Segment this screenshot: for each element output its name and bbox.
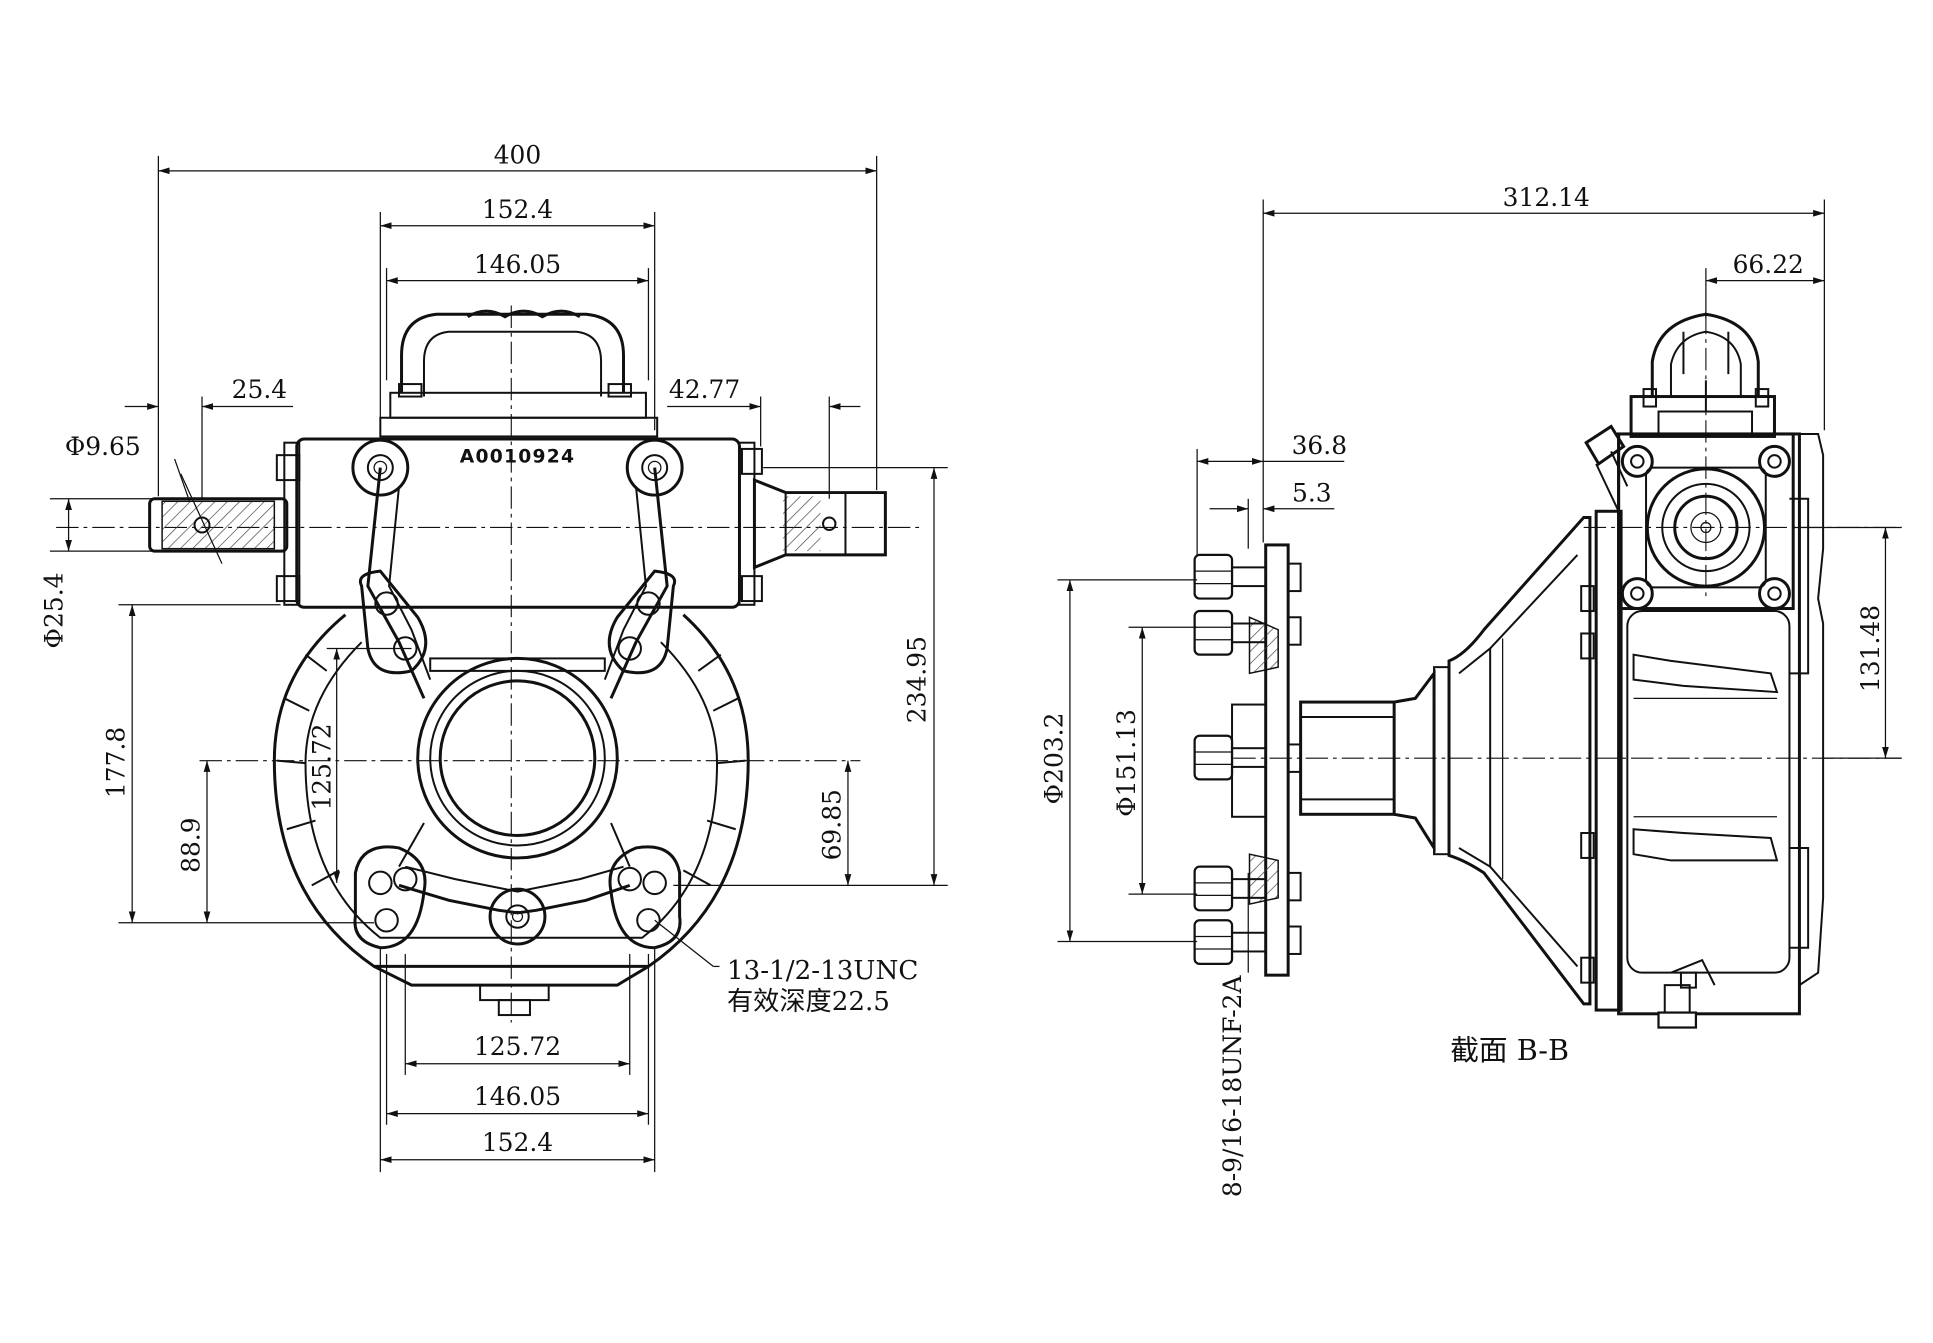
dim-flange-thickness: 5.3: [1292, 478, 1332, 507]
dim-bottom-spacing-2: 146.05: [474, 1082, 561, 1111]
corner-bolts: [1620, 444, 1791, 611]
dim-shaft-offset-right: 42.77: [669, 375, 740, 404]
dim-flange-dia: Φ203.2: [1039, 713, 1068, 805]
upper-boss-right: [625, 438, 684, 497]
dim-inner-width-top: 146.05: [474, 250, 561, 279]
dim-height-88: 88.9: [177, 817, 206, 873]
dim-overall-length: 312.14: [1503, 183, 1590, 212]
dim-bottom-width: 152.4: [482, 1128, 553, 1157]
serial-number: A0010924: [460, 447, 575, 468]
section-label: 截面 B-B: [1450, 1033, 1569, 1067]
dim-top-offset: 66.22: [1733, 250, 1804, 279]
dim-height-69: 69.85: [817, 789, 846, 860]
dim-height-131: 131.48: [1856, 605, 1885, 692]
bolt-note: 8-9/16-18UNF-2A: [1218, 974, 1247, 1197]
dim-height-total: 234.95: [902, 636, 931, 723]
upper-boss-left: [351, 438, 410, 497]
front-view: A0010924: [39, 140, 948, 1173]
thread-note-line1: 13-1/2-13UNC: [727, 956, 918, 986]
dim-bolt-circle: Φ151.13: [1112, 709, 1141, 817]
dim-height-177: 177.8: [102, 727, 131, 798]
dim-flange-offset: 36.8: [1292, 431, 1348, 460]
dim-mount-width-top: 152.4: [482, 195, 553, 224]
dim-bottom-spacing-1: 125.72: [474, 1032, 561, 1061]
dim-shaft-length-left: 25.4: [232, 375, 288, 404]
dim-left-shaft-dia-small: Φ9.65: [65, 432, 141, 461]
dim-bolt-spacing-vert: 125.72: [307, 723, 336, 810]
flange-bolts: [1193, 553, 1302, 966]
thread-note-line2: 有效深度22.5: [727, 987, 890, 1017]
side-view: 312.14 66.22 36.8 5.3 Φ203.2 Φ151.13 131…: [1039, 183, 1902, 1197]
dim-left-shaft-dia: Φ25.4: [39, 573, 68, 649]
dim-overall-width: 400: [494, 140, 542, 169]
